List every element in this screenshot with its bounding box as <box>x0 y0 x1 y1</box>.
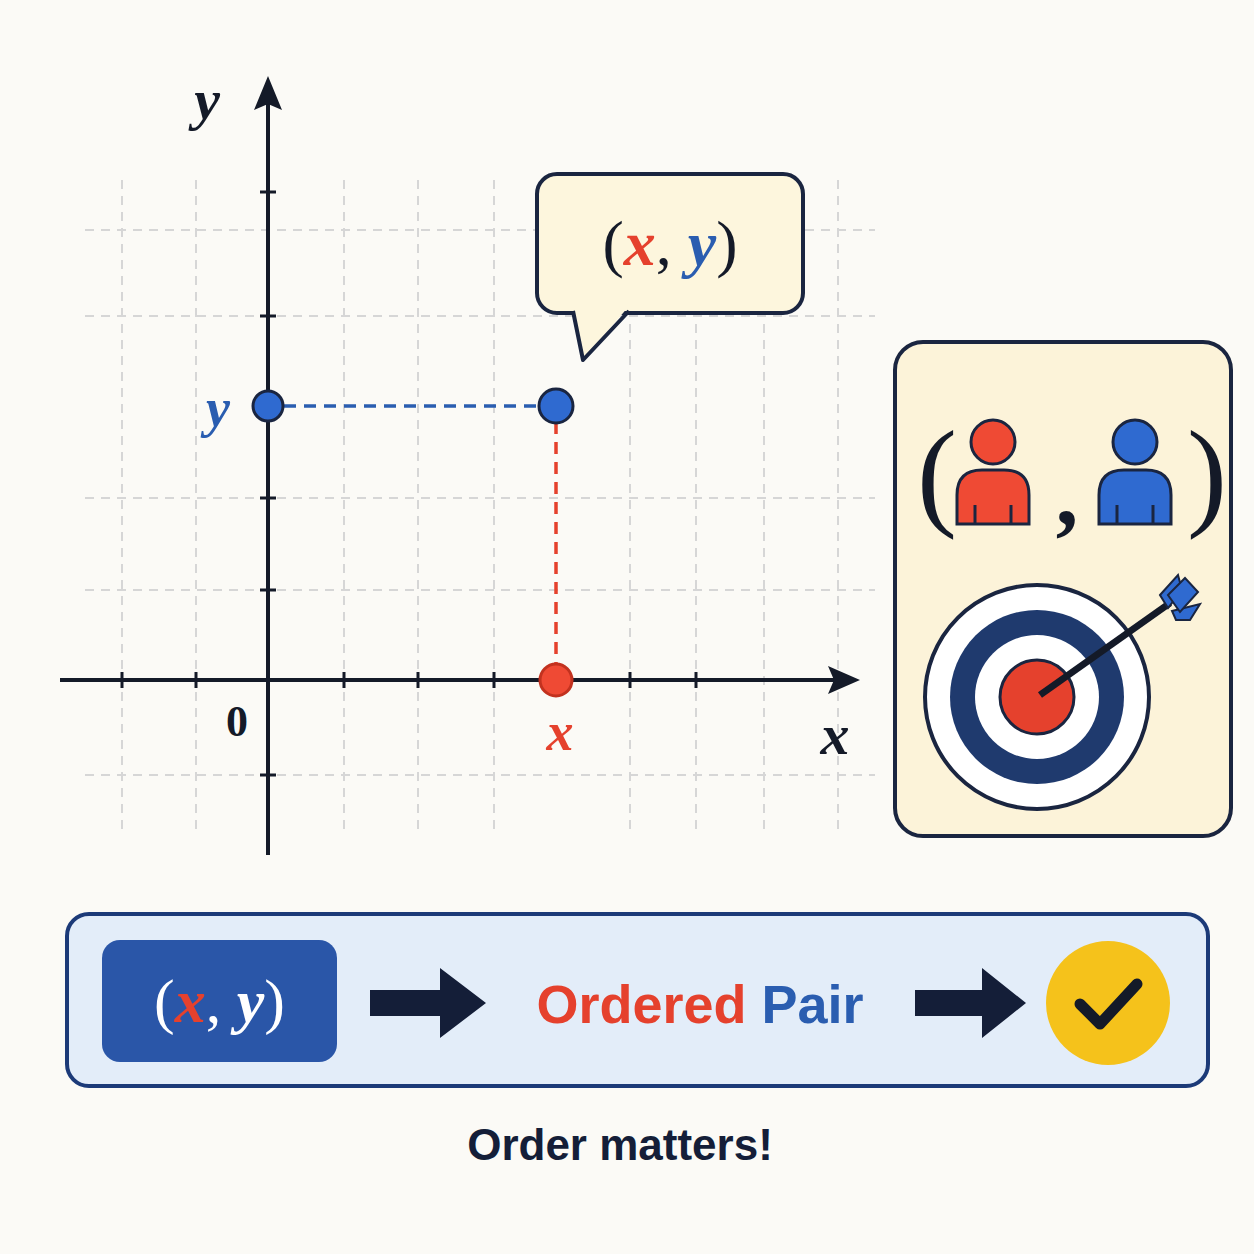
word: Pair <box>762 974 864 1034</box>
projection-lines <box>284 406 556 664</box>
glyph: y <box>237 967 265 1035</box>
word <box>746 974 761 1034</box>
coordinate-label: y <box>206 381 230 435</box>
glyph: ) <box>716 208 737 279</box>
node-text: (x, y) <box>602 212 737 276</box>
axis-title: x <box>821 706 850 764</box>
glyph: y <box>688 208 716 279</box>
node-text: ) <box>1187 414 1227 534</box>
glyph: , <box>206 967 222 1035</box>
coordinate-label: x <box>547 705 574 759</box>
glyph: ( <box>602 208 623 279</box>
points <box>253 389 573 696</box>
glyph: ( <box>154 967 175 1035</box>
node-text: ( <box>917 414 957 534</box>
pair-panel: (,) <box>893 340 1233 838</box>
pair-notation-box: (x, y) <box>102 940 337 1062</box>
bubble-tail <box>567 306 647 378</box>
check-badge <box>1046 941 1170 1065</box>
ordered-pair-bar: Ordered Pair (x, y) <box>65 912 1210 1088</box>
word: Ordered <box>536 974 746 1034</box>
node-text: (x, y) <box>154 970 285 1032</box>
panel-fill <box>893 340 1233 838</box>
node-text: Ordered Pair <box>536 977 863 1031</box>
axes <box>60 76 860 855</box>
caption: Order matters! <box>467 1123 773 1167</box>
node-text: , <box>1056 449 1079 539</box>
glyph: ) <box>264 967 285 1035</box>
flow-arrows <box>370 968 1026 1038</box>
bar-fill <box>65 912 1210 1088</box>
glyph <box>672 208 688 279</box>
glyph: x <box>624 208 656 279</box>
glyph: , <box>656 208 672 279</box>
callout-bubble: (x, y) <box>535 172 805 315</box>
glyph: x <box>175 967 206 1035</box>
target-icon <box>925 575 1200 809</box>
glyph <box>221 967 237 1035</box>
axis-title: y <box>194 71 220 129</box>
origin-label: 0 <box>226 700 248 744</box>
